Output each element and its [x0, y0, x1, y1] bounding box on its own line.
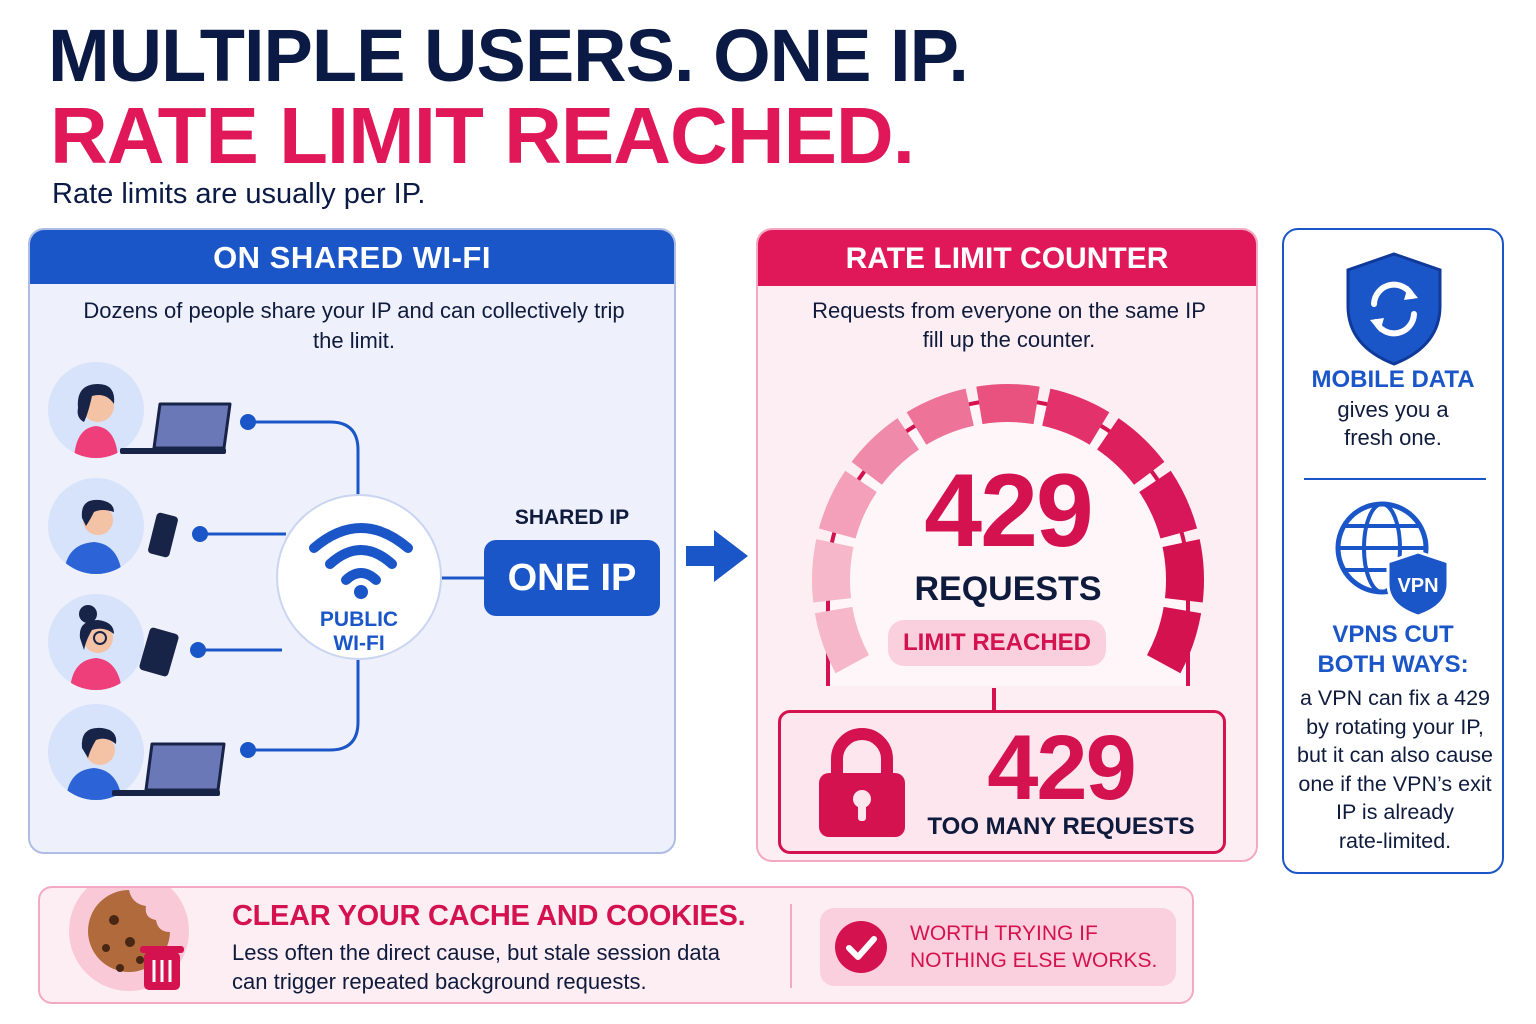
- globe-icon: VPN: [1335, 501, 1450, 618]
- vpn-description-line: IP is already: [1336, 800, 1454, 824]
- vpn-description-line: a VPN can fix a 429: [1299, 686, 1491, 710]
- user-avatar: [48, 704, 144, 800]
- mobile-data-line2: fresh one.: [1344, 425, 1442, 450]
- shared-wifi-header: ON SHARED WI-FI: [30, 230, 674, 284]
- shared-wifi-panel: ON SHARED WI-FI Dozens of people share y…: [28, 228, 676, 854]
- divider: [1304, 478, 1486, 480]
- gauge-segment: [976, 384, 1040, 425]
- mobile-data-line1: gives you a: [1337, 397, 1449, 422]
- clear-cache-text-line2: can trigger repeated background requests…: [232, 969, 647, 994]
- worth-trying-line1: WORTH TRYING IF: [910, 922, 1098, 945]
- laptop-icon: [120, 402, 232, 454]
- clear-cache-title: CLEAR YOUR CACHE AND COOKIES.: [232, 900, 746, 932]
- vpn-description-line: by rotating your IP,: [1306, 714, 1484, 739]
- user-avatar: [48, 362, 144, 458]
- gauge-request-count: 429: [924, 453, 1094, 569]
- counter-description-line1: Requests from everyone on the same IP: [812, 298, 1206, 323]
- gauge-connector: [992, 688, 996, 712]
- cookie-icon: [69, 888, 189, 991]
- status-text: TOO MANY REQUESTS: [927, 813, 1195, 840]
- arrow-right-icon: [686, 530, 748, 582]
- vpn-badge-label: VPN: [1397, 575, 1438, 597]
- shared-ip-label: SHARED IP: [514, 506, 630, 529]
- vpn-title-line1: VPNS CUT: [1332, 621, 1454, 648]
- vpn-shield-icon: [1386, 550, 1450, 618]
- divider: [790, 904, 792, 988]
- clear-cache-tip: CLEAR YOUR CACHE AND COOKIES. Less often…: [38, 886, 1194, 1004]
- rate-limit-counter-panel: RATE LIMIT COUNTER Requests from everyon…: [756, 228, 1258, 862]
- worth-trying-line2: NOTHING ELSE WORKS.: [910, 949, 1158, 972]
- trash-icon: [140, 946, 184, 990]
- gauge-segment: [906, 388, 974, 445]
- counter-description-line2: fill up the counter.: [922, 327, 1096, 352]
- gauge-requests-label: REQUESTS: [914, 570, 1102, 608]
- gauge-segment: [1139, 470, 1198, 539]
- gauge-segment: [1146, 606, 1202, 674]
- shared-wifi-description: Dozens of people share your IP and can c…: [83, 298, 625, 353]
- public-wifi-hub: PUBLIC WI-FI: [276, 494, 442, 660]
- counter-header: RATE LIMIT COUNTER: [758, 230, 1256, 286]
- one-ip-badge: ONE IP: [484, 540, 660, 616]
- worth-trying-badge: WORTH TRYING IF NOTHING ELSE WORKS.: [820, 908, 1176, 986]
- gauge-segment: [814, 606, 870, 674]
- page-title-line2: RATE LIMIT REACHED.: [50, 91, 915, 180]
- gauge-segment: [818, 470, 877, 539]
- page-subtitle: Rate limits are usually per IP.: [52, 178, 426, 210]
- shield-refresh-icon: [1346, 252, 1442, 366]
- vpn-title: VPNS CUT BOTH WAYS:: [1284, 620, 1502, 680]
- vpn-description-line: rate-limited.: [1338, 828, 1452, 853]
- wifi-icon: [309, 523, 413, 599]
- gauge-segment: [1042, 388, 1110, 445]
- laptop-icon: [112, 742, 226, 796]
- gauge-segment: [812, 539, 854, 603]
- alternatives-panel: MOBILE DATA gives you a fresh one. VPN V…: [1282, 228, 1504, 874]
- connection-dot: [190, 642, 206, 658]
- clear-cache-text-line1: Less often the direct cause, but stale s…: [232, 940, 720, 965]
- connection-dot: [240, 414, 256, 430]
- status-code: 429: [987, 717, 1137, 819]
- phone-icon: [148, 512, 178, 558]
- wifi-hub-label-line1: PUBLIC: [319, 608, 399, 631]
- clear-cache-text: Less often the direct cause, but stale s…: [232, 938, 792, 996]
- limit-reached-badge: LIMIT REACHED: [888, 620, 1106, 666]
- mobile-data-text: gives you a fresh one.: [1284, 396, 1502, 452]
- check-icon: [835, 921, 887, 973]
- network-lines: [200, 420, 484, 752]
- page-title-line1: MULTIPLE USERS. ONE IP.: [48, 14, 969, 97]
- connection-dot: [240, 742, 256, 758]
- lock-icon: [819, 728, 905, 837]
- user-avatar: [48, 478, 144, 574]
- vpn-description-line: one if the VPN’s exit: [1298, 771, 1492, 796]
- vpn-description-line: but it can also cause: [1296, 743, 1493, 767]
- counter-description: Requests from everyone on the same IP fi…: [778, 296, 1240, 354]
- vpn-title-line2: BOTH WAYS:: [1317, 651, 1469, 678]
- wifi-hub-label: PUBLIC WI-FI: [278, 608, 440, 656]
- connection-dot: [192, 526, 208, 542]
- gauge-icon: [812, 384, 1204, 686]
- tablet-icon: [139, 627, 179, 677]
- user-avatar: [48, 594, 144, 690]
- gauge-segment: [851, 418, 919, 485]
- mobile-data-title: MOBILE DATA: [1311, 366, 1475, 393]
- vpn-description: a VPN can fix a 429 by rotating your IP,…: [1292, 684, 1498, 855]
- gauge-segment: [1097, 418, 1165, 485]
- gauge-segment: [1162, 539, 1204, 603]
- worth-trying-text: WORTH TRYING IF NOTHING ELSE WORKS.: [910, 920, 1170, 974]
- status-429-box: 429 TOO MANY REQUESTS: [778, 710, 1226, 854]
- wifi-hub-label-line2: WI-FI: [333, 632, 385, 655]
